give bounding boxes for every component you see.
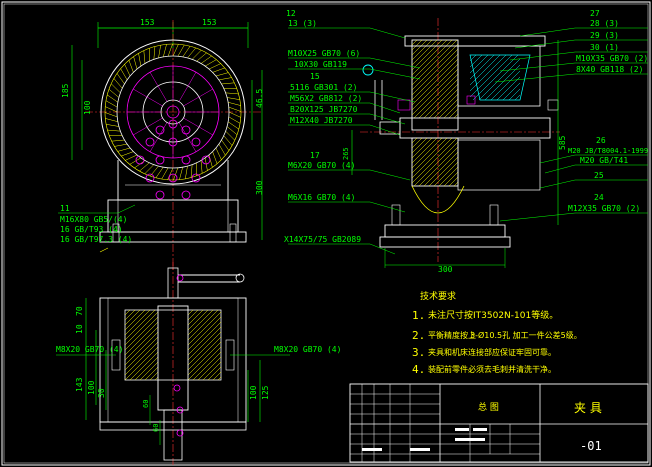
- note-2-suffix: 3-Ø10.5孔 加工一件公差5级。: [470, 330, 582, 340]
- side-lc-num-15: 15: [310, 72, 320, 81]
- notes-heading: 技术要求: [420, 290, 456, 302]
- side-rc-num-24: 24: [594, 193, 604, 202]
- bottom-dim-100: 100: [87, 380, 96, 395]
- side-rc-0: 28 (3): [590, 19, 619, 28]
- side-lc-num-17: 17: [310, 151, 320, 160]
- side-lc-5: M56X2 GB812 (2): [290, 94, 362, 103]
- note-3-num: 3.: [412, 346, 425, 359]
- drawing-inner-border: [3, 3, 649, 464]
- side-rc-2: 30 (1): [590, 43, 619, 52]
- side-lc-4: 5116 GB301 (2): [290, 83, 357, 92]
- side-lc-0: 13 (3): [288, 19, 317, 28]
- dim-left-185: 185: [61, 83, 70, 98]
- bottom-dim-small-a: 60: [142, 400, 150, 408]
- side-dim-base: 300: [438, 265, 453, 274]
- dim-left-100: 100: [83, 100, 92, 115]
- note-4-text: 装配前零件必须去毛刺并清洗干净。: [428, 364, 556, 374]
- side-rc-num-27: 27: [590, 9, 600, 18]
- bottom-callout-left: M8X20 GB70 (4): [56, 345, 123, 354]
- front-callout-0: M16X80 GB5/(4): [60, 215, 127, 224]
- bottom-dim-143: 143: [75, 377, 84, 392]
- bottom-dim-10: 10: [75, 324, 84, 334]
- dim-right-46-5: 46.5: [255, 89, 264, 108]
- technical-notes: 技术要求 1. 未注尺寸按IT3502N-101等级。 2. 平衡精度按上 3-…: [412, 290, 582, 376]
- side-rc-10: M12X35 GB70 (2): [568, 204, 640, 213]
- front-view: 153 153 185 100: [58, 18, 264, 270]
- front-callout-2: 16 GB/T97.3 (4): [60, 235, 132, 244]
- dim-top-left: 153: [140, 18, 155, 27]
- side-rc-7: M20 GB/T41: [580, 156, 628, 165]
- title-drawing-no: -01: [580, 439, 602, 453]
- side-lc-1: M10X25 GB70 (6): [288, 49, 360, 58]
- side-lc-2: 10X30 GB119: [294, 60, 347, 69]
- side-rc-3: M10X35 GB70 (2): [576, 54, 648, 63]
- note-4-num: 4.: [412, 363, 425, 376]
- note-2-text: 平衡精度按上: [428, 330, 476, 340]
- note-3-text: 夹具和机床连接部应保证牢固可靠。: [428, 347, 556, 357]
- side-lc-9: M6X20 GB70 (4): [288, 161, 355, 170]
- front-callout-1: 16 GB/T93 (4): [60, 225, 123, 234]
- note-2-num: 2.: [412, 329, 425, 342]
- side-lc-num-12: 12: [286, 9, 296, 18]
- side-lc-7: M12X40 JB7270: [290, 116, 353, 125]
- bottom-dim-70: 70: [75, 306, 84, 316]
- bottom-dim-small-b: 60: [152, 424, 160, 432]
- note-1-text: 未注尺寸按IT3502N-101等级。: [428, 309, 558, 321]
- title-block: [349, 383, 649, 463]
- side-lc-6: B20X125 JB7270: [290, 105, 358, 114]
- bottom-dim-30: 30: [97, 388, 106, 398]
- note-1-num: 1.: [412, 309, 425, 322]
- side-dim-left-small: 265: [342, 147, 350, 160]
- side-rc-4: 8X40 GB118 (2): [576, 65, 643, 74]
- side-view: 300 585 265 12 13 (3) M10X25 GB70 (6) 10…: [284, 9, 648, 274]
- dim-top-right: 153: [202, 18, 217, 27]
- side-rc-num-26: 26: [596, 136, 606, 145]
- bottom-callout-right: M8X20 GB70 (4): [274, 345, 341, 354]
- side-rc-6: M20 JB/T8004.1-1999: [568, 147, 648, 155]
- bottom-view: 70 10 143 100 30 60 60 100 125 M8X20 GB7…: [56, 262, 341, 465]
- side-dim-height: 585: [558, 135, 567, 150]
- side-rc-1: 29 (3): [590, 31, 619, 40]
- title-drawing-name: 总 图: [478, 401, 499, 413]
- dim-right-300: 300: [255, 180, 264, 195]
- title-part-name: 夹 具: [574, 401, 602, 415]
- side-lc-10: M6X16 GB70 (4): [288, 193, 355, 202]
- front-callout-num-11: 11: [60, 204, 70, 213]
- bottom-dim-right-100: 100: [249, 385, 258, 400]
- bottom-dim-right-125: 125: [261, 385, 270, 400]
- side-lc-11: X14X75/75 GB2089: [284, 235, 361, 244]
- side-rc-num-25: 25: [594, 171, 604, 180]
